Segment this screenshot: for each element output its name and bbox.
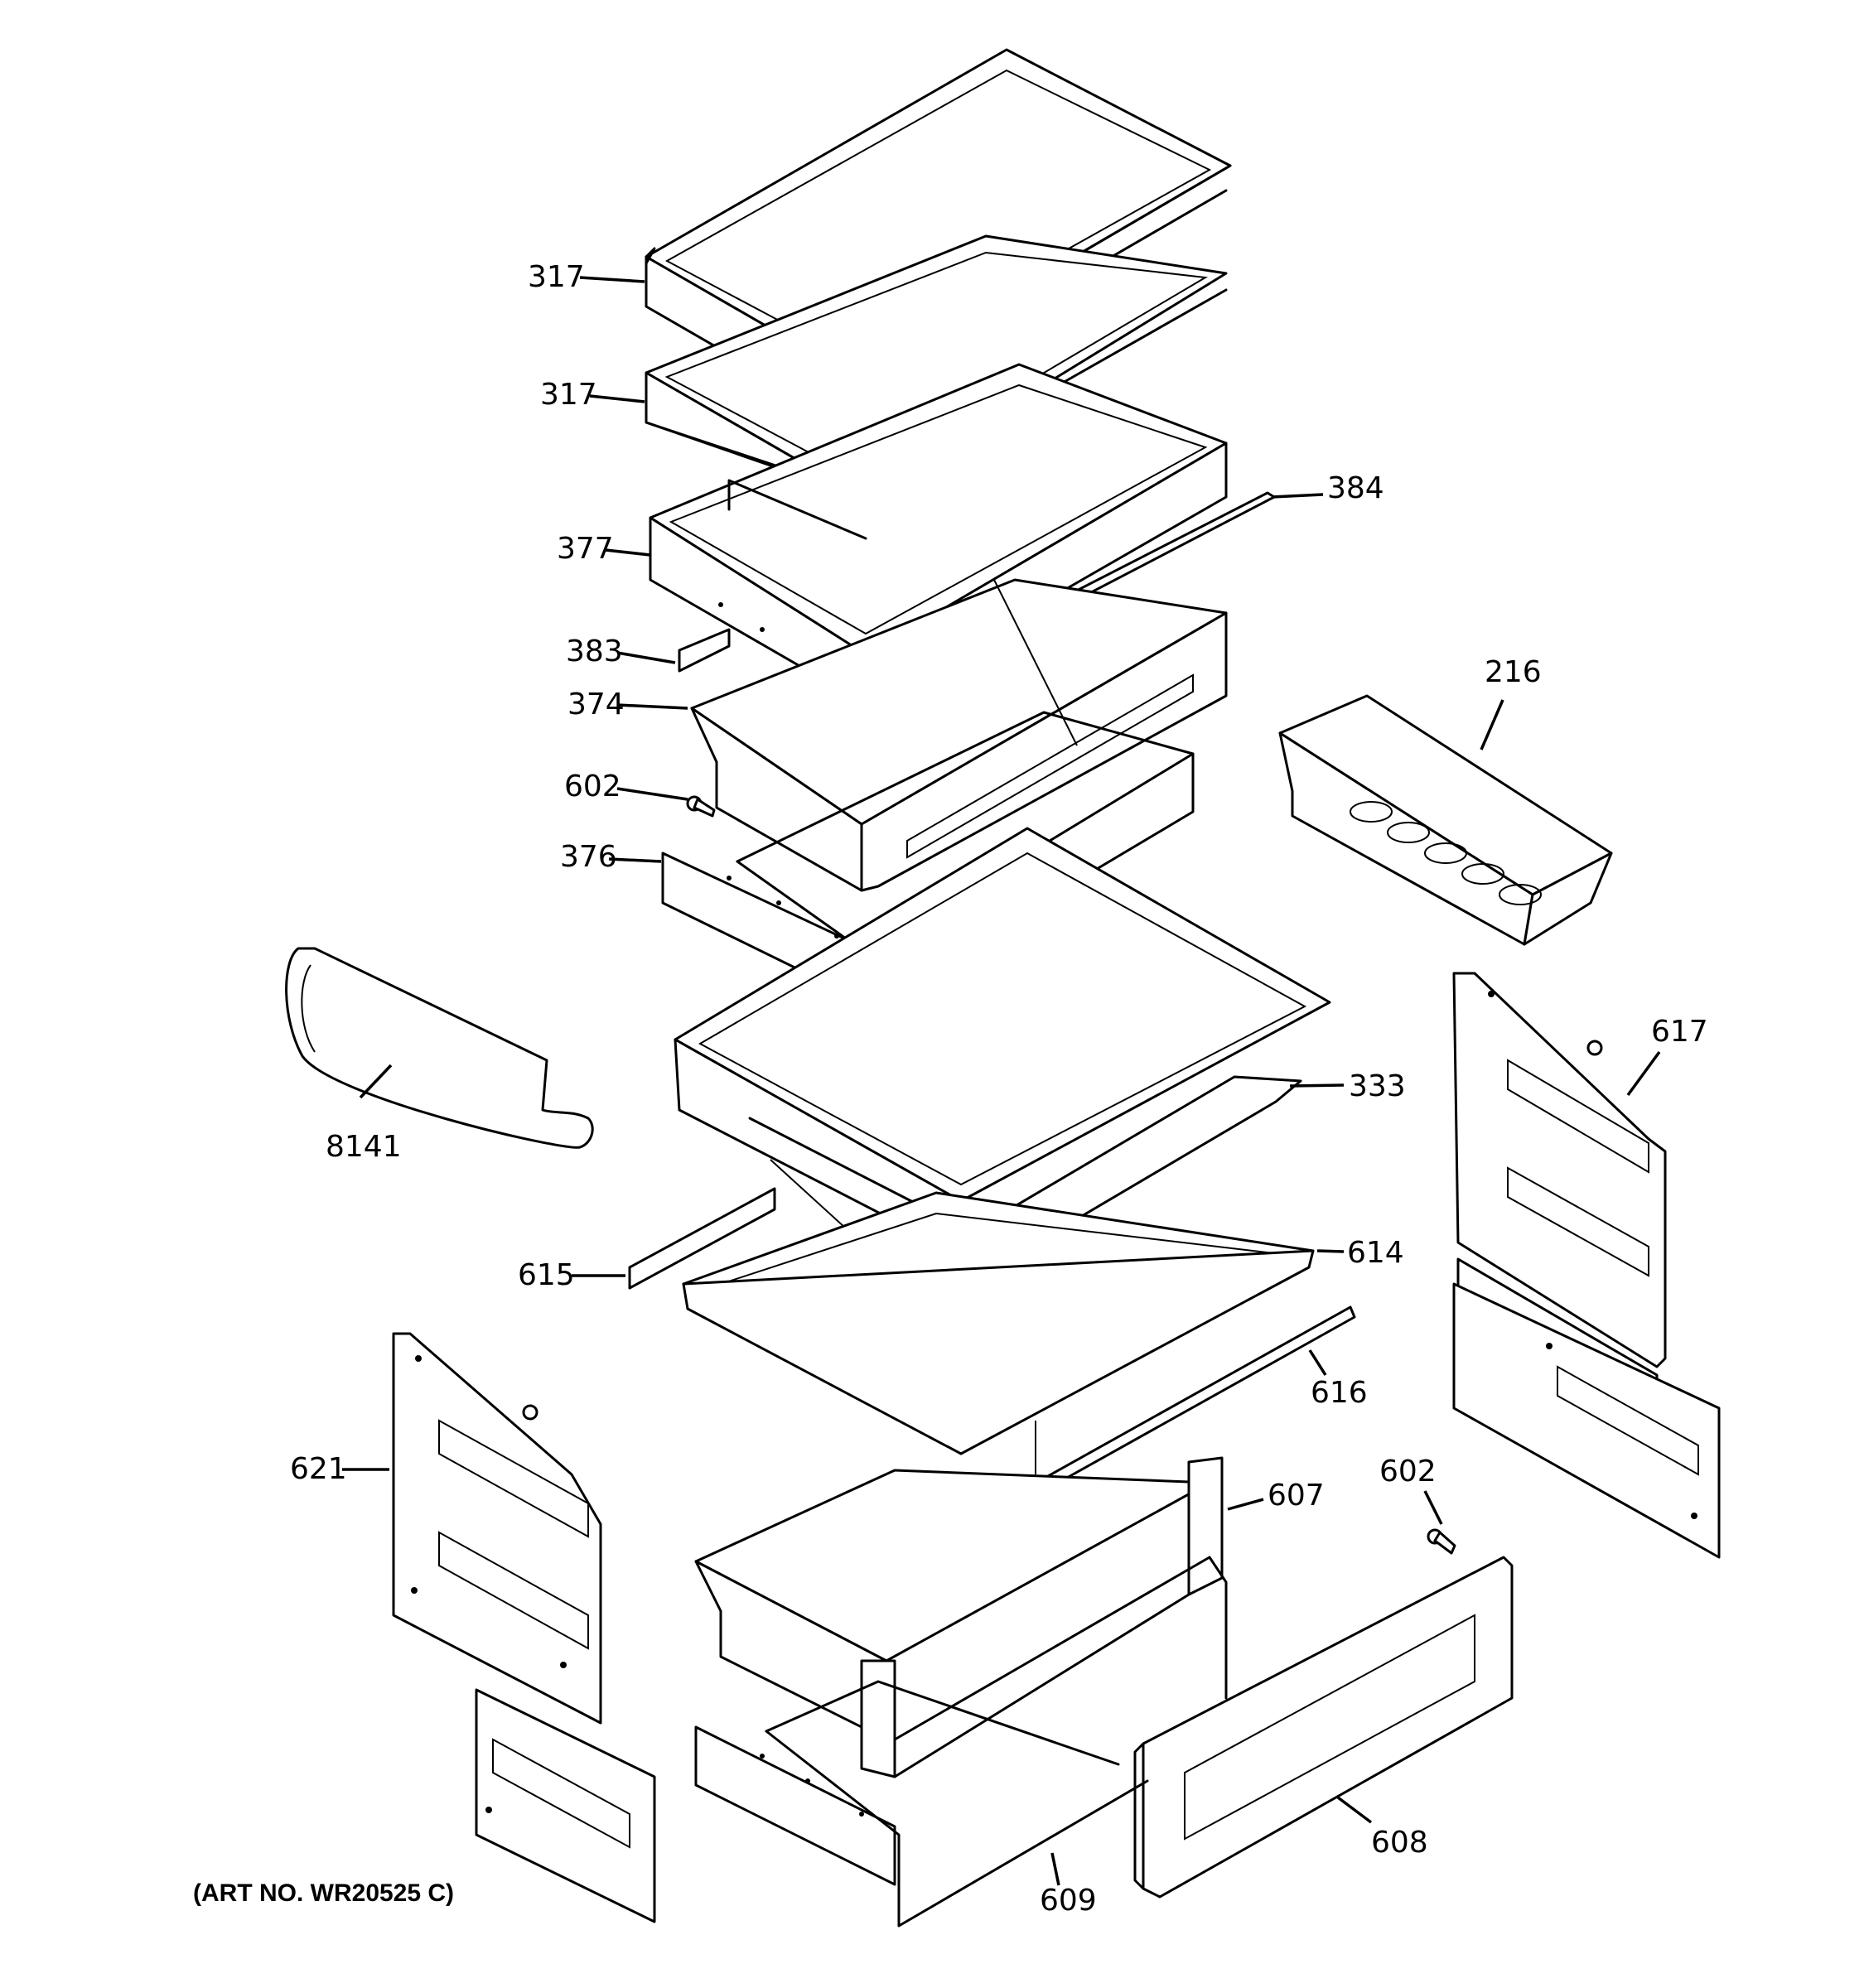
- callout-333: 333: [1349, 1069, 1406, 1103]
- callout-621: 621: [290, 1452, 347, 1486]
- leader-374: [616, 703, 688, 710]
- callout-615: 615: [518, 1258, 575, 1292]
- leader-602b: [1423, 1490, 1443, 1525]
- leader-383: [616, 651, 676, 664]
- callout-216: 216: [1485, 655, 1542, 689]
- callout-labels: 317 317 384 377 383 374 216 602 376 8141…: [290, 260, 1708, 1918]
- bin-216: [1278, 694, 1613, 946]
- drawer-frame-607: [694, 1421, 1228, 1778]
- callout-8141: 8141: [326, 1130, 402, 1164]
- screw-602-lower: [1427, 1528, 1456, 1555]
- leader-317a: [579, 276, 645, 283]
- callout-602b: 602: [1379, 1455, 1437, 1489]
- callout-383: 383: [566, 635, 623, 668]
- bracket-621: [392, 1332, 656, 1923]
- front-608: [1133, 1556, 1514, 1899]
- leader-602a: [616, 787, 688, 801]
- callout-617: 617: [1651, 1015, 1708, 1049]
- frame-609: [694, 1680, 1149, 1928]
- shelf-614: [682, 1191, 1315, 1455]
- callout-607: 607: [1268, 1479, 1325, 1513]
- callout-374: 374: [567, 688, 625, 721]
- leader-8141: [359, 1064, 393, 1099]
- leader-317b: [589, 394, 645, 403]
- rail-615: [628, 1187, 776, 1290]
- leader-333: [1289, 1083, 1345, 1088]
- leader-384: [1271, 493, 1324, 499]
- callout-384: 384: [1327, 471, 1384, 505]
- leader-614: [1316, 1249, 1345, 1253]
- callout-609: 609: [1040, 1884, 1097, 1918]
- callout-377: 377: [557, 532, 614, 566]
- leader-377: [605, 548, 651, 557]
- leader-607: [1227, 1498, 1264, 1511]
- rail-383: [678, 628, 731, 673]
- leader-lines: [342, 276, 1661, 1886]
- leader-609: [1050, 1852, 1060, 1886]
- art-number: (ART NO. WR20525 C): [193, 1879, 454, 1907]
- callout-317b: 317: [540, 378, 597, 412]
- callout-608: 608: [1371, 1826, 1428, 1860]
- callout-317a: 317: [528, 260, 585, 294]
- callout-602a: 602: [564, 770, 621, 803]
- leader-608: [1336, 1796, 1373, 1824]
- leader-376: [608, 857, 662, 863]
- leader-617: [1626, 1050, 1661, 1097]
- screw-602-upper: [686, 795, 716, 818]
- leader-216: [1480, 699, 1504, 750]
- trim-8141: [285, 947, 594, 1149]
- callout-376: 376: [560, 840, 617, 874]
- leader-616: [1308, 1349, 1327, 1376]
- bracket-617: [1452, 972, 1721, 1559]
- callout-616: 616: [1311, 1376, 1368, 1410]
- callout-614: 614: [1347, 1236, 1404, 1270]
